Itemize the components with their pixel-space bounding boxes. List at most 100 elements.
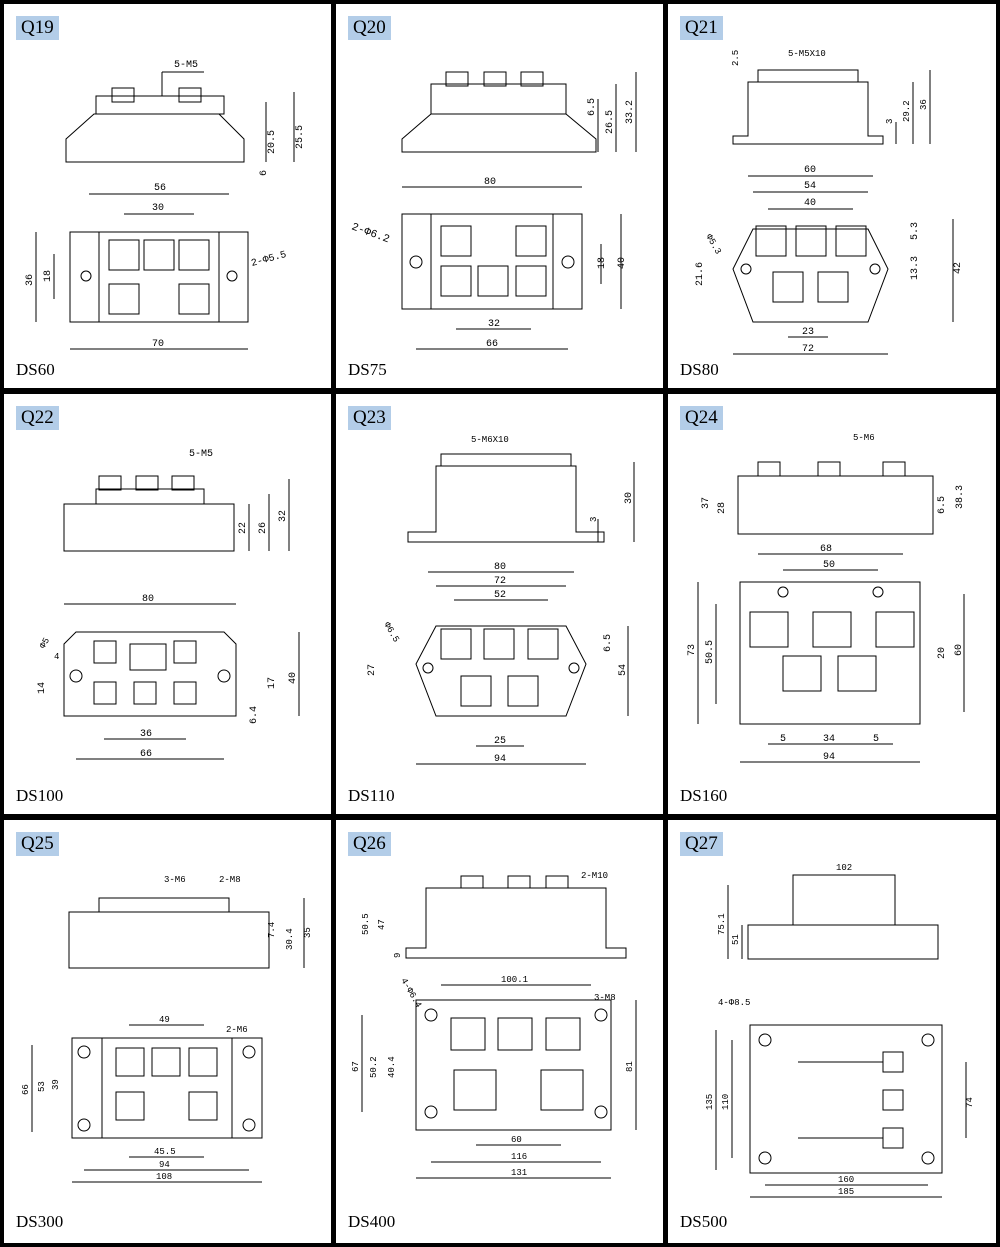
dim-label: 37 xyxy=(701,497,712,509)
dim-label: 5 xyxy=(873,734,879,745)
dim-label: 54 xyxy=(804,181,816,192)
dim-label: 25 xyxy=(494,736,506,747)
dim-label: 100.1 xyxy=(501,975,528,985)
dim-label: 13.3 xyxy=(910,256,921,280)
ds400-drawing: 2-M10 50.5 47 9 100.1 3-M8 4-Φ6.4 67 50.… xyxy=(351,871,637,1179)
hole-spec-label: 2-Φ6.2 xyxy=(350,221,391,246)
dim-label: 75.1 xyxy=(717,913,727,935)
hole-spec-label: Φ6.5 xyxy=(381,621,400,645)
dim-label: 27 xyxy=(367,664,378,676)
dim-label: 102 xyxy=(836,863,852,873)
dim-label: 68 xyxy=(820,544,832,555)
dim-label: 80 xyxy=(494,562,506,573)
dim-label: 53 xyxy=(37,1081,47,1092)
hole-spec-label: 2-M8 xyxy=(219,875,241,885)
dim-label: 5 xyxy=(780,734,786,745)
dim-label: 110 xyxy=(721,1094,731,1110)
ds300-drawing: 3-M6 2-M8 7.4 30.4 35 49 2-M6 66 53 39 4… xyxy=(21,875,313,1183)
dim-label: 56 xyxy=(154,183,166,194)
panel-q20: Q20 6.5 26.5 33.2 80 18 40 32 66 2-Φ6.2 … xyxy=(336,4,663,388)
panel-label: Q19 xyxy=(16,16,59,40)
dim-label: 50.2 xyxy=(369,1056,379,1078)
dim-label: 50.5 xyxy=(361,913,371,935)
dim-label: 70 xyxy=(152,339,164,350)
dim-label: 40 xyxy=(617,257,628,269)
dim-label: 60 xyxy=(804,165,816,176)
dim-label: 6.4 xyxy=(249,706,260,724)
hole-spec-label: 2-M6 xyxy=(226,1025,248,1035)
dim-label: 66 xyxy=(486,339,498,350)
dim-label: 74 xyxy=(965,1097,975,1108)
dim-label: 32 xyxy=(488,319,500,330)
dim-label: 6.5 xyxy=(587,98,598,116)
hole-spec-label: 5-M6 xyxy=(853,433,875,443)
panel-q25: Q25 3-M6 2-M8 7.4 30.4 35 49 2-M6 66 53 … xyxy=(4,820,331,1243)
dim-label: 29.2 xyxy=(902,100,912,122)
dim-label: 38.3 xyxy=(955,485,966,509)
hole-spec-label: 5-M6X10 xyxy=(471,435,509,445)
dim-label: 26.5 xyxy=(605,110,616,134)
dim-label: 32 xyxy=(278,510,289,522)
dim-label: 34 xyxy=(823,734,835,745)
dim-label: 47 xyxy=(377,919,387,930)
dim-label: 116 xyxy=(511,1152,527,1162)
dim-label: 50 xyxy=(823,560,835,571)
hole-spec-label: 5-M5X10 xyxy=(788,49,826,59)
dim-label: 3 xyxy=(885,119,895,124)
dim-label: 72 xyxy=(802,344,814,355)
hole-spec-label: 4 xyxy=(54,652,59,662)
dim-label: 2.5 xyxy=(731,50,741,66)
hole-spec-label: 3-M8 xyxy=(594,993,616,1003)
ds75-drawing: 6.5 26.5 33.2 80 18 40 32 66 2-Φ6.2 xyxy=(350,71,637,350)
panel-label: Q22 xyxy=(16,406,59,430)
panel-q21: Q21 5-M5X10 2.5 3 29.2 36 60 54 40 21.6 … xyxy=(668,4,996,388)
dim-label: 26 xyxy=(258,522,269,534)
dim-label: 94 xyxy=(823,752,835,763)
dim-label: 45.5 xyxy=(154,1147,176,1157)
dim-label: 66 xyxy=(140,749,152,760)
hole-spec-label: Φ5.3 xyxy=(703,233,722,257)
hole-spec-label: 5-M5 xyxy=(189,449,213,460)
dim-label: 22 xyxy=(238,522,249,534)
dim-label: 18 xyxy=(43,270,54,282)
ds60-drawing: 5-M5 20.5 25.5 6 56 30 70 36 18 2-Φ5.5 xyxy=(25,60,306,350)
dim-label: 6 xyxy=(259,170,270,176)
dim-label: 28 xyxy=(717,502,728,514)
hole-spec-label: 3-M6 xyxy=(164,875,186,885)
dim-label: 36 xyxy=(919,99,929,110)
dim-label: 160 xyxy=(838,1175,854,1185)
panel-label: Q21 xyxy=(680,16,723,40)
panel-label: Q27 xyxy=(680,832,723,856)
dim-label: 50.5 xyxy=(705,640,716,664)
hole-spec-label: 2-Φ5.5 xyxy=(250,250,288,270)
panel-q26: Q26 2-M10 50.5 47 9 100.1 3-M8 4-Φ6.4 67… xyxy=(336,820,663,1243)
dim-label: 35 xyxy=(303,927,313,938)
dim-label: 73 xyxy=(687,644,698,656)
model-name: DS500 xyxy=(680,1212,728,1231)
ds110-drawing: 5-M6X10 30 3 80 72 52 27 6.5 54 25 94 Φ6… xyxy=(367,435,635,765)
dim-label: 52 xyxy=(494,590,506,601)
panel-q24: Q24 5-M6 37 28 6.5 38.3 68 50 73 50.5 20… xyxy=(668,394,996,814)
model-name: DS110 xyxy=(348,786,395,805)
panel-q27: Q27 102 75.1 51 4-Φ8.5 135 110 74 160 18… xyxy=(668,820,996,1243)
ds100-drawing: 5-M5 22 26 32 80 14 17 40 6.4 36 66 Φ5 4 xyxy=(37,449,300,760)
model-name: DS100 xyxy=(16,786,64,805)
dim-label: 185 xyxy=(838,1187,854,1197)
dim-label: 54 xyxy=(618,664,629,676)
dim-label: 40 xyxy=(804,198,816,209)
panel-label: Q25 xyxy=(16,832,59,856)
dim-label: 30 xyxy=(152,203,164,214)
dim-label: 36 xyxy=(140,729,152,740)
dim-label: 39 xyxy=(51,1079,61,1090)
model-name: DS80 xyxy=(680,360,719,379)
dim-label: 94 xyxy=(494,754,506,765)
dim-label: 60 xyxy=(954,644,965,656)
hole-spec-label: 4-Φ6.4 xyxy=(398,977,423,1010)
dim-label: 72 xyxy=(494,576,506,587)
panel-label: Q23 xyxy=(348,406,391,430)
dim-label: 131 xyxy=(511,1168,527,1178)
dim-label: 30 xyxy=(624,492,635,504)
dim-label: 18 xyxy=(597,257,608,269)
dim-label: 17 xyxy=(267,677,278,689)
dim-label: 80 xyxy=(142,594,154,605)
